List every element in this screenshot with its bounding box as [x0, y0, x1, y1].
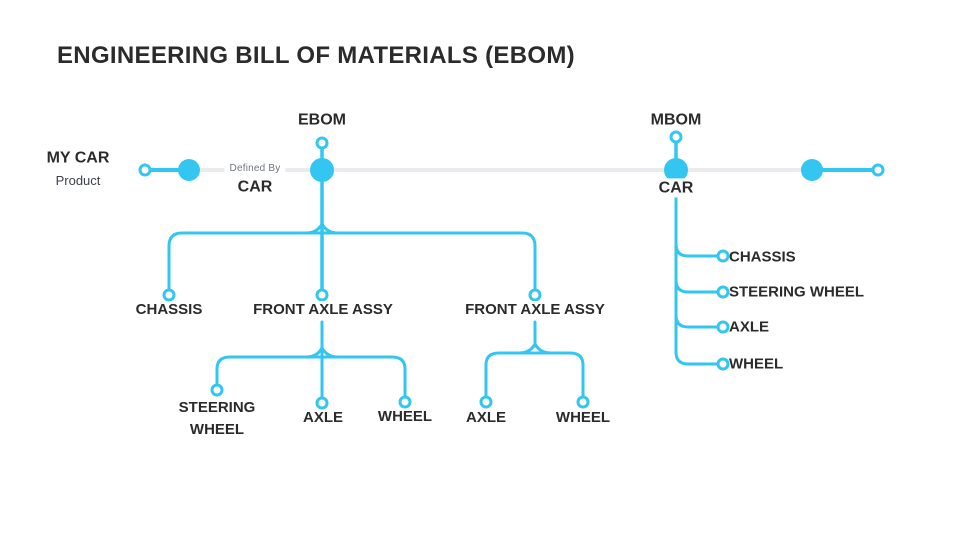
wheel-1-ring — [398, 395, 412, 409]
mbom-axle-label: AXLE — [729, 318, 770, 336]
assy1-branch — [215, 355, 407, 398]
assy1-flare-right — [320, 346, 340, 359]
ebom-level1-branch — [167, 231, 537, 292]
mbom-steering-wheel-label: STEERING WHEEL — [729, 283, 865, 301]
axle-2-ring — [479, 395, 493, 409]
timeline-end-ring — [871, 163, 885, 177]
mbom-wheel-ring — [716, 357, 730, 371]
ebom-branch-flare-right — [320, 222, 340, 235]
mbom-trunk — [674, 180, 720, 366]
product-node — [178, 159, 200, 181]
axle-1-ring — [315, 396, 329, 410]
mbom-wheel-label: WHEEL — [729, 355, 784, 373]
assy1-axle-label: AXLE — [302, 409, 344, 426]
mbom-anchor-ring — [669, 130, 683, 144]
ebom-chassis-label: CHASSIS — [135, 301, 203, 318]
mbom-node — [664, 158, 688, 182]
product-name-label: MY CAR — [46, 149, 110, 167]
chassis-ring — [162, 288, 176, 302]
steering-wheel-ring — [210, 383, 224, 397]
mbom-chassis-ring — [716, 249, 730, 263]
mbom-chassis-label: CHASSIS — [729, 248, 796, 266]
front-axle-assy-1-label: FRONT AXLE ASSY — [248, 301, 398, 319]
front-axle-assy-2-ring — [528, 288, 542, 302]
mbom-item-label: CAR — [653, 178, 699, 198]
defined-by-label: Defined By — [224, 163, 286, 175]
mbom-row-curve-1 — [674, 242, 720, 258]
defined-by-item-label: CAR — [237, 178, 273, 196]
front-axle-assy-2-label: FRONT AXLE ASSY — [460, 301, 610, 319]
assy1-wheel-label: WHEEL — [377, 408, 433, 425]
ebom-node — [310, 158, 334, 182]
mbom-axle-ring — [716, 320, 730, 334]
ebom-label: EBOM — [298, 111, 346, 129]
assy2-axle-label: AXLE — [465, 409, 507, 426]
timeline-end-node — [801, 159, 823, 181]
mbom-row-curve-2 — [674, 278, 720, 294]
ebom-anchor-ring — [315, 136, 329, 150]
assy2-branch — [484, 351, 585, 398]
assy1-steering-wheel-label: STEERING WHEEL — [178, 399, 256, 438]
product-end-ring — [138, 163, 152, 177]
front-axle-assy-1-ring — [315, 288, 329, 302]
assy2-wheel-label: WHEEL — [555, 409, 611, 426]
page-title: ENGINEERING BILL OF MATERIALS (EBOM) — [57, 42, 575, 69]
mbom-row-curve-3 — [674, 313, 720, 329]
wheel-2-ring — [576, 395, 590, 409]
mbom-steering-wheel-ring — [716, 285, 730, 299]
assy2-flare-right — [533, 342, 553, 355]
mbom-label: MBOM — [650, 111, 702, 129]
product-type-label: Product — [55, 173, 101, 189]
